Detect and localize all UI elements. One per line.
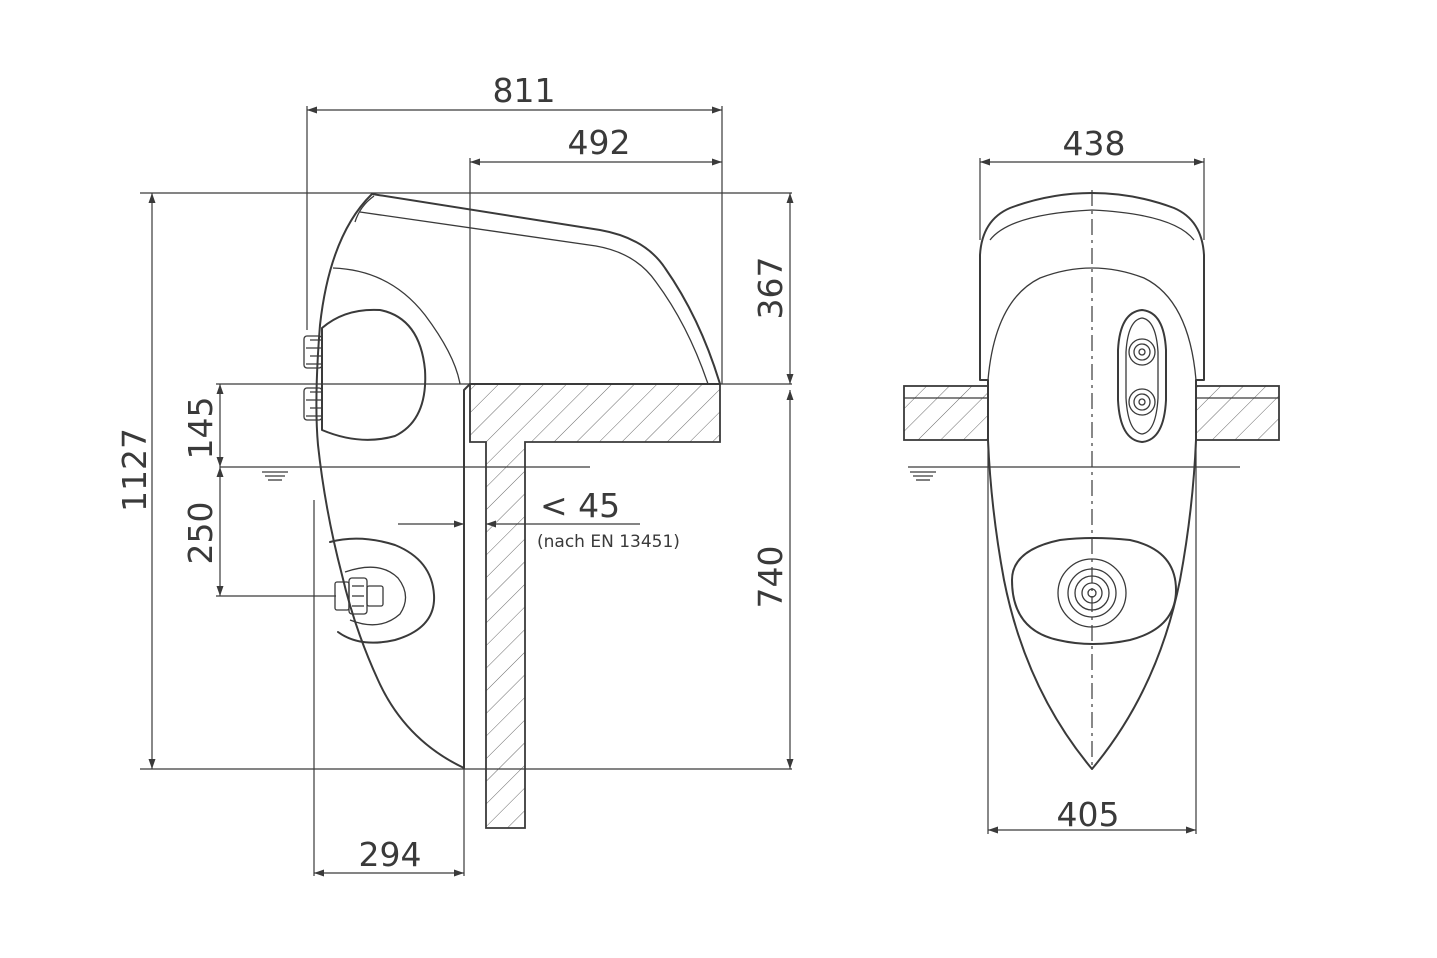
device-hood-inner — [359, 211, 709, 385]
lower-jet-icon — [334, 577, 384, 615]
device-body-outline — [315, 193, 721, 769]
upper-jet-icon — [303, 335, 323, 421]
dim-water-depth: 740 — [751, 546, 790, 609]
front-wall-left — [903, 385, 989, 441]
front-view: 438 405 — [903, 124, 1280, 834]
device-front-panel — [332, 267, 461, 385]
front-upper-jet-icon — [1128, 338, 1156, 416]
front-device-outline — [979, 192, 1205, 770]
dim-overall-height: 1127 — [115, 428, 154, 512]
dim-overall-depth: 811 — [493, 71, 556, 110]
front-hood-line — [989, 209, 1195, 241]
front-lower-nozzle-panel — [1011, 537, 1177, 645]
upper-nozzle-panel — [321, 308, 427, 441]
lower-nozzle-housing — [344, 566, 407, 626]
standard-note: (nach EN 13451) — [537, 532, 680, 552]
dim-top-height: 367 — [751, 257, 790, 320]
dim-lower-offset: 250 — [181, 502, 220, 565]
pool-wall-section — [469, 383, 721, 829]
dim-front-top-width: 438 — [1063, 124, 1126, 163]
front-water-level-icon — [910, 471, 936, 481]
device-hood-edge — [354, 195, 375, 223]
water-level-icon — [262, 471, 288, 481]
dim-wall-gap: < 45 — [540, 486, 620, 525]
side-view: 811 492 367 740 1127 145 250 294 < 45 (n… — [115, 71, 794, 877]
dim-front-bottom-width: 405 — [1057, 795, 1120, 834]
lower-nozzle-panel — [329, 537, 436, 644]
dim-upper-offset: 145 — [181, 397, 220, 460]
front-wall-right — [1195, 385, 1280, 441]
dim-bottom-depth: 294 — [359, 835, 422, 874]
front-upper-nozzle-panel — [1117, 309, 1167, 443]
dim-top-depth: 492 — [568, 123, 631, 162]
front-body-inner — [987, 267, 1197, 381]
